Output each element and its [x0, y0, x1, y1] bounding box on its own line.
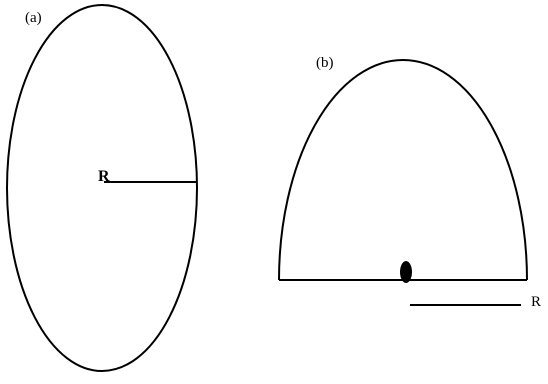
- figure-b-label: (b): [316, 55, 334, 71]
- figure-a-label: (a): [25, 10, 42, 26]
- figure-b-center-dot: [400, 261, 412, 283]
- figure-a-ellipse: [6, 4, 198, 372]
- figure-a-radius-label: R: [98, 168, 110, 185]
- figure-b: (b) R: [278, 55, 541, 310]
- figure-b-dome-arc: [278, 59, 528, 281]
- figure-a: (a) R: [6, 4, 198, 372]
- figure-b-radius-label: R: [531, 294, 541, 310]
